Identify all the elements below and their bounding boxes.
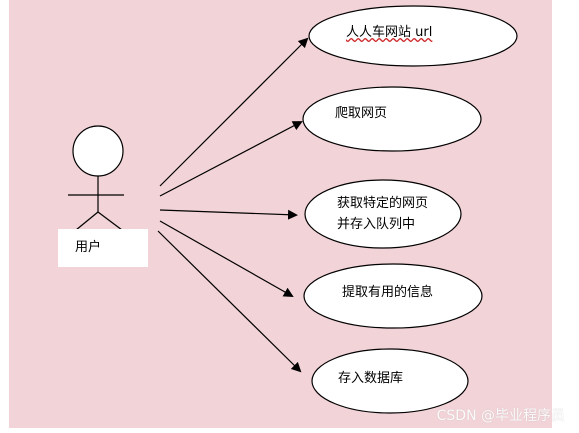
use-case-label-3: 获取特定的网页 并存入队列中	[337, 193, 428, 235]
watermark: CSDN @毕业程序员	[436, 408, 565, 424]
use-case-ellipse-5	[311, 348, 469, 414]
arrow-to-uc4	[159, 220, 294, 297]
arrow-to-uc3	[159, 209, 298, 220]
use-case-ellipse-3	[304, 179, 462, 249]
use-case-label-1: 人人车网站 url	[346, 22, 432, 43]
use-case-label-2: 爬取网页	[335, 106, 388, 121]
use-case-label-3-line-2: 并存入队列中	[337, 217, 416, 232]
actor-label: 用户	[75, 240, 102, 255]
actor-label-box	[58, 229, 148, 267]
use-case-ellipse-2	[302, 86, 482, 152]
actor-left-leg	[75, 211, 99, 231]
arrow-to-uc2	[159, 121, 303, 197]
arrow-to-uc5	[157, 230, 302, 373]
use-case-label-3-line-1: 获取特定的网页	[337, 196, 429, 211]
arrow-to-uc1	[159, 37, 309, 187]
use-case-label-5: 存入数据库	[338, 371, 404, 386]
actor-figure	[68, 125, 124, 231]
actor-right-leg	[97, 211, 123, 231]
use-case-ellipse-1	[308, 5, 518, 67]
use-case-label-4: 提取有用的信息	[342, 285, 434, 300]
actor-head	[72, 125, 124, 177]
use-case-ellipse-4	[303, 263, 483, 329]
use-case-label-1-text: 人人车网站 url	[346, 25, 433, 40]
